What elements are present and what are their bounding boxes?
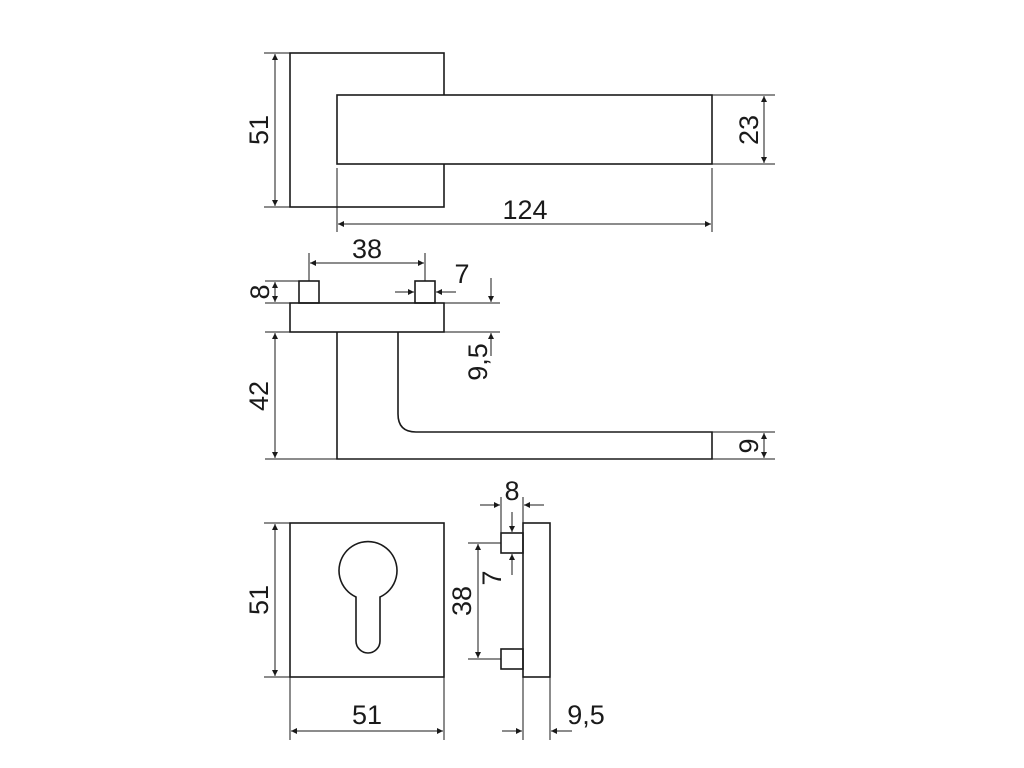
rose-plate	[289, 302, 445, 333]
keyhole-profile-cylinder	[338, 540, 398, 654]
dim-lever-length: 124	[336, 168, 713, 232]
lever-profile	[336, 332, 713, 460]
dim-escutcheon-pin-spacing: 38	[447, 542, 501, 660]
pin-left	[298, 280, 320, 304]
top-view: 51 23 124	[244, 52, 775, 232]
dim-pin-width: 7	[395, 259, 470, 295]
pin-right	[414, 280, 436, 304]
dim-lever-drop: 42	[244, 331, 337, 460]
dim-label-pin-width: 7	[454, 259, 469, 289]
escutcheon-pin-bottom	[500, 648, 524, 670]
escutcheon-front-view: 51 51	[244, 522, 445, 740]
dim-label-rose-thickness: 9,5	[463, 343, 493, 381]
dim-lever-thickness: 9	[712, 431, 775, 460]
side-view: 38 8 7 9,5 42	[244, 234, 775, 460]
lever-bar	[336, 94, 713, 165]
dim-escutcheon-pin-height: 8	[480, 476, 544, 533]
dim-escutcheon-thickness: 9,5	[502, 677, 605, 740]
dim-label-escutcheon-thickness: 9,5	[567, 700, 605, 730]
dim-label-pin-height: 8	[245, 284, 275, 299]
dim-rose-height: 51	[244, 52, 290, 208]
dim-label-lever-drop: 42	[244, 381, 274, 411]
dim-label-lever-height: 23	[734, 115, 764, 145]
dim-label-escutcheon-height: 51	[244, 585, 274, 615]
dim-label-escutcheon-pin-spacing: 38	[447, 586, 477, 616]
dim-pin-height: 8	[245, 280, 299, 304]
dim-label-escutcheon-pin-width: 7	[477, 570, 507, 585]
dim-escutcheon-width: 51	[289, 677, 445, 740]
dim-rose-thickness: 9,5	[444, 278, 500, 381]
dim-label-escutcheon-pin-height: 8	[504, 476, 519, 506]
dim-label-escutcheon-width: 51	[352, 700, 382, 730]
dim-escutcheon-height: 51	[244, 522, 290, 678]
dim-lever-height: 23	[712, 94, 775, 165]
dim-label-lever-length: 124	[502, 195, 547, 225]
dim-escutcheon-pin-width: 7	[477, 512, 515, 586]
dim-label-lever-thickness: 9	[734, 438, 764, 453]
escutcheon-square	[289, 522, 445, 678]
dim-label-rose-height: 51	[244, 115, 274, 145]
escutcheon-plate-side	[522, 522, 551, 678]
escutcheon-side-view: 8 7 38 9,5	[447, 476, 605, 740]
dim-pin-spacing: 38	[308, 234, 426, 281]
dim-label-pin-spacing: 38	[352, 234, 382, 264]
escutcheon-pin-top	[500, 532, 524, 554]
